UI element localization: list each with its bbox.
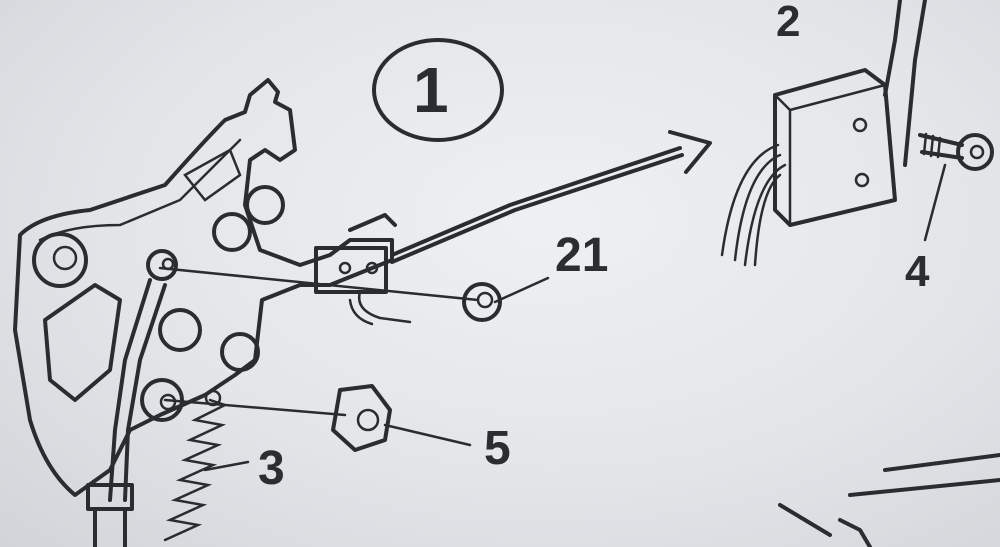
callout-2-label: 2 [776,0,801,46]
partial-part-bottom [778,503,872,547]
stud-lower [140,378,184,422]
boss-upper [245,185,285,225]
boss-bottom [220,332,260,372]
label-5-leader [383,423,472,447]
nut [331,384,392,452]
detail-actuator [883,0,927,167]
switch-hole-1 [338,261,352,275]
bracket-slot [183,148,242,202]
pedal-bracket [13,78,394,497]
stud-upper [146,249,178,281]
detail-arrow-head [668,130,712,174]
detail-arrow-shaft [390,146,684,264]
callout-4-label: 4 [905,247,930,296]
callout-21-label: 21 [555,229,609,282]
washer-hole [476,291,494,309]
washer [462,282,502,322]
stud-lower-hole [159,393,177,411]
boss-lower [158,308,202,352]
switch-hole-2 [365,261,379,275]
switch-lever [348,213,397,232]
screw-thread [922,132,942,159]
rod-end [93,507,127,547]
switch-wires [348,290,412,326]
callout-3-label: 3 [258,442,285,495]
partial-rod-lower-right [848,453,1000,497]
detail-hole-1 [852,117,868,133]
bracket-cutout [43,283,122,402]
label-3-leader [203,460,250,472]
nut-leader [163,398,347,417]
washer-leader [158,266,480,302]
rod-clevis [86,483,134,511]
callout-circle [372,38,504,142]
callout-5-label: 5 [484,422,511,475]
screw-socket [969,144,985,160]
detail-switch-body [773,68,897,227]
boss-middle [212,212,252,252]
callout-1-label: 1 [413,54,449,126]
link-rod [108,278,167,502]
detail-cables [720,143,787,267]
pivot-bolt-outer [32,232,88,288]
switch-body [314,246,388,294]
bracket-inner-edge [38,138,242,242]
pivot-bolt-inner [52,245,78,271]
return-spring [163,398,229,542]
label-21-leader [493,276,550,304]
label-4-leader [923,163,947,242]
detail-hole-2 [854,172,870,188]
screw-head [956,133,994,171]
nut-hole [356,408,380,432]
detail-switch-edge [773,83,887,227]
